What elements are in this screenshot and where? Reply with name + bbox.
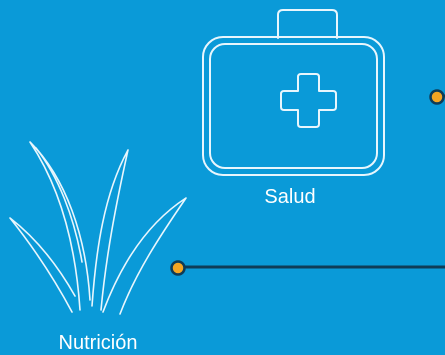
first-aid-kit-icon bbox=[202, 9, 385, 176]
salud-label: Salud bbox=[264, 186, 316, 208]
grass-sprout-icon bbox=[9, 141, 187, 315]
connector-node-nutricion bbox=[170, 260, 186, 276]
connector-node-salud bbox=[429, 89, 445, 105]
nutricion-label: Nutrición bbox=[58, 332, 138, 354]
